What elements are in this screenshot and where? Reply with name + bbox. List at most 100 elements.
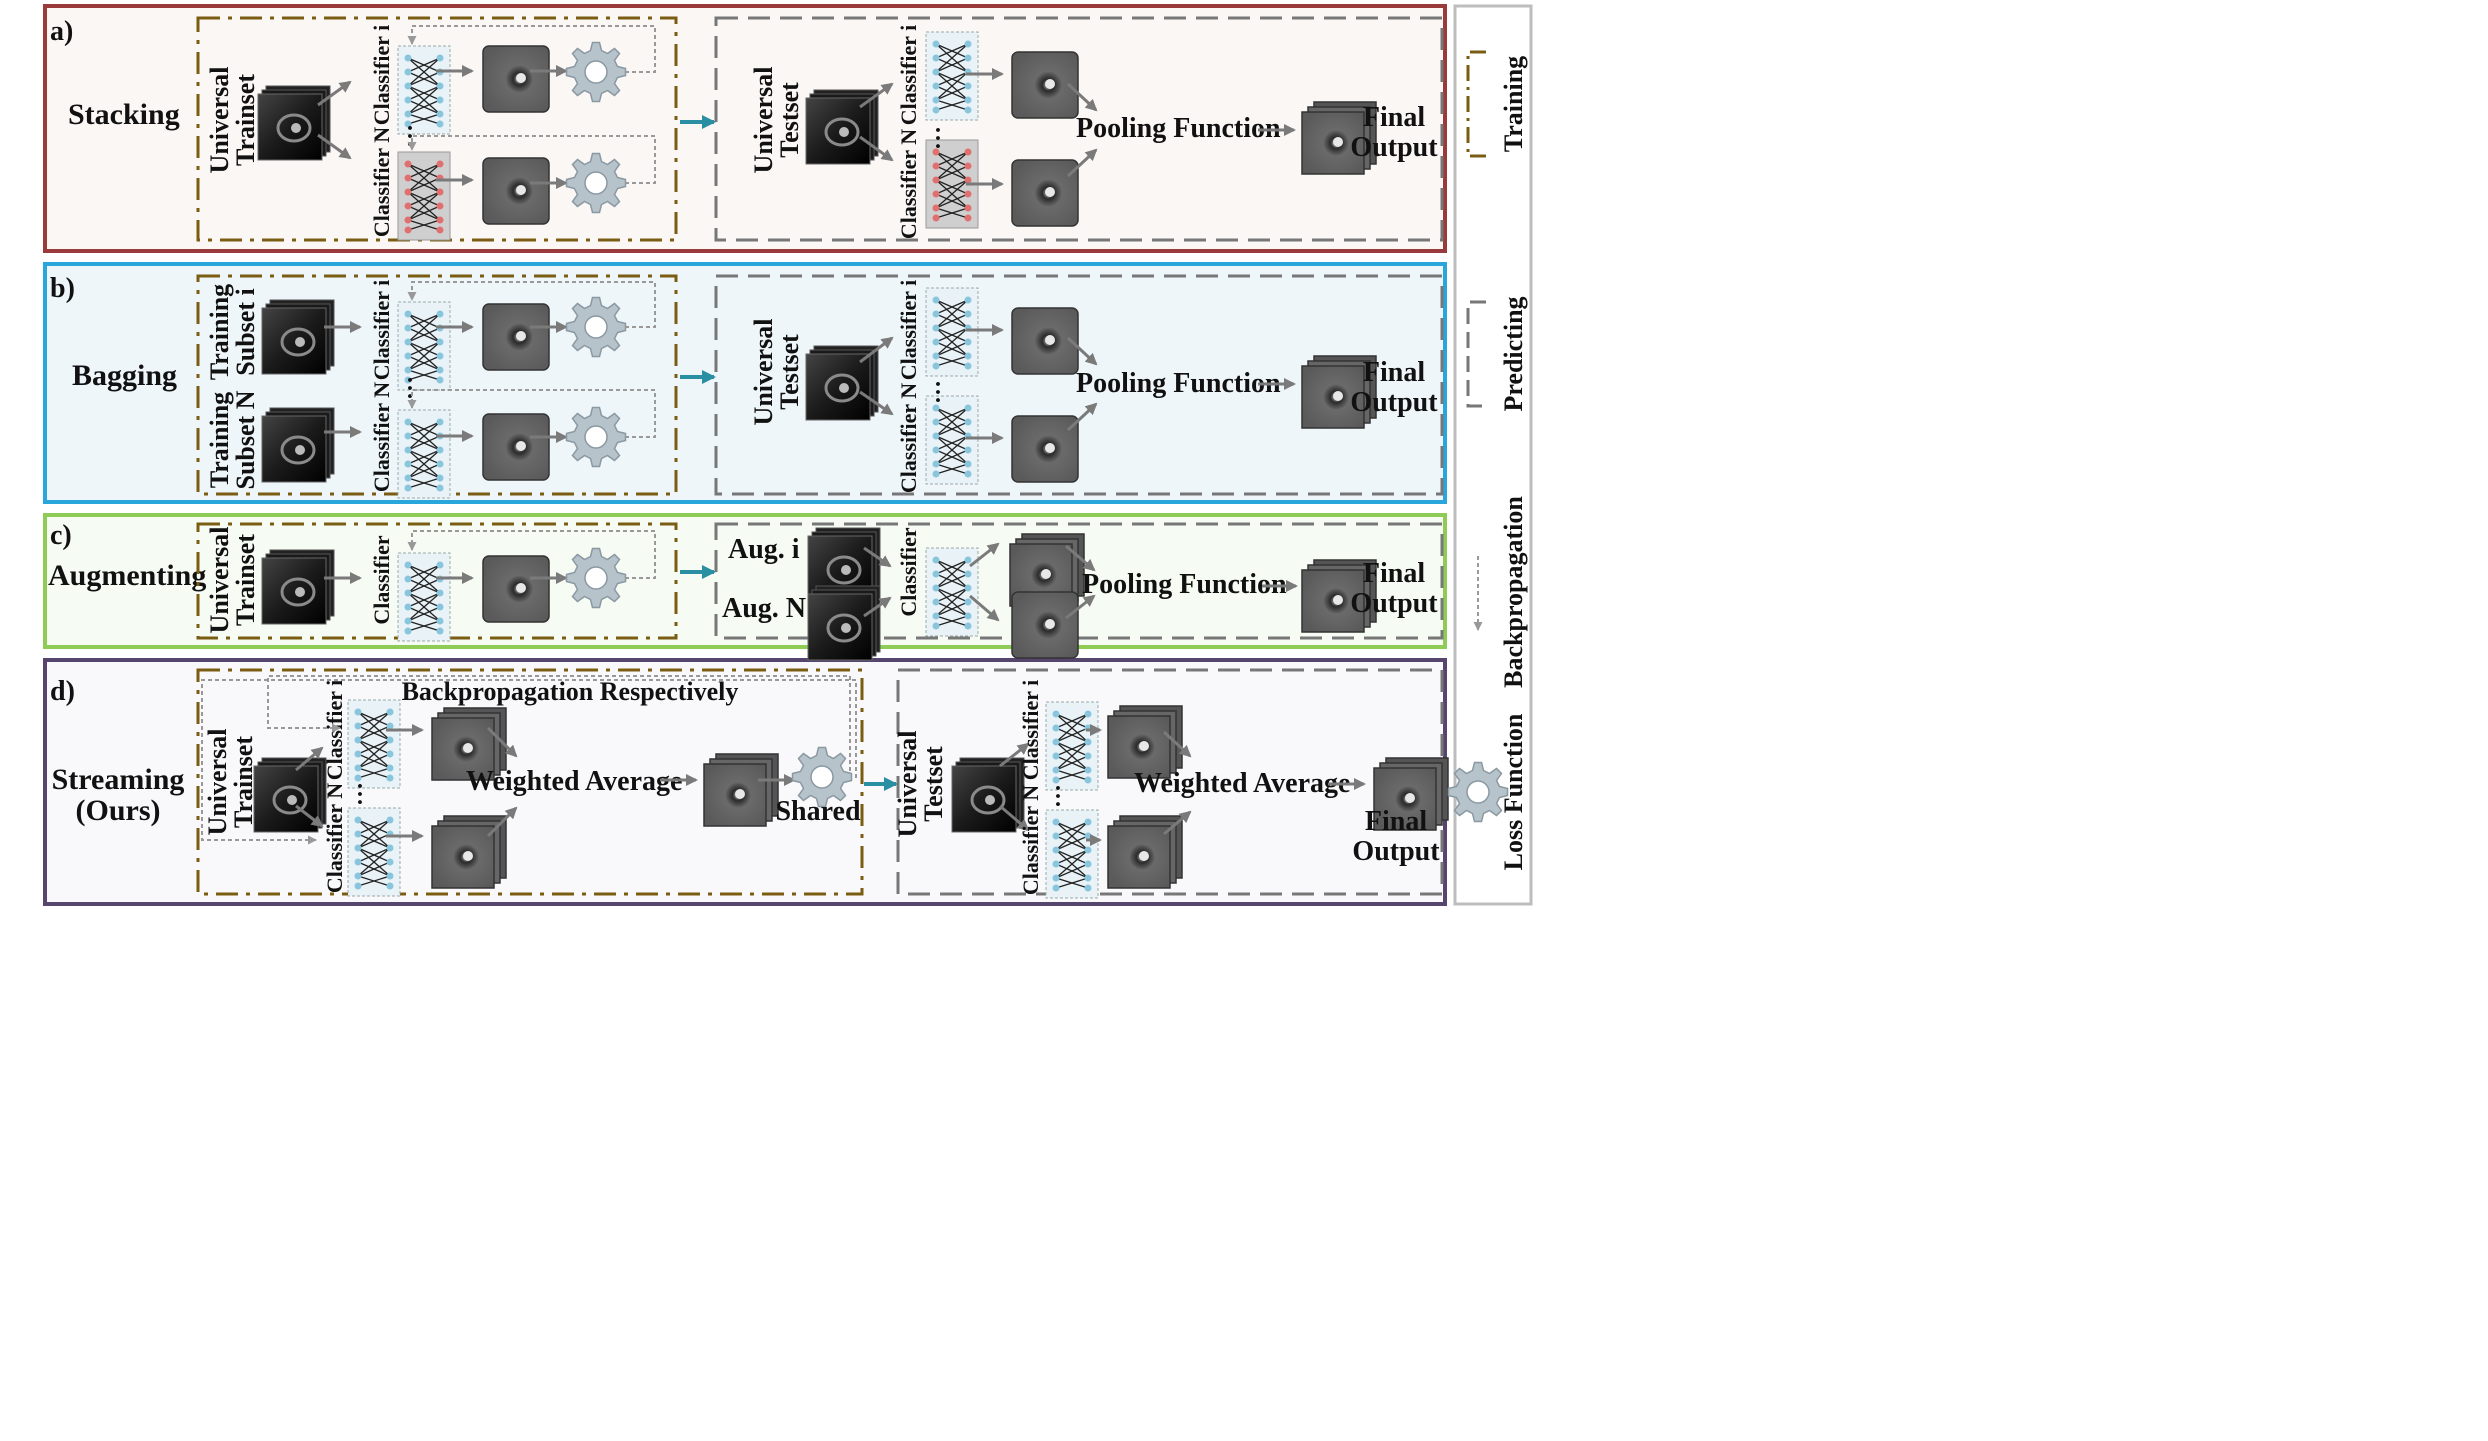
augmenting-test-classifier-label: Classifier (896, 527, 921, 616)
bagging-final-2: Output (1350, 387, 1438, 418)
augmenting-trainset-label-2: Trainset (231, 534, 260, 626)
streaming-classifier-i-icon (347, 699, 401, 789)
streaming-train-dots: … (352, 782, 378, 806)
stacking-testset-label-1: Universal (749, 67, 778, 174)
streaming-testset-image (950, 756, 1026, 834)
bagging-subset-n-image (260, 406, 336, 484)
streaming-arrow-up (295, 746, 324, 772)
stacking-final-1: Final (1363, 102, 1425, 133)
streaming-test-classifier-i-label: Classifier i (1018, 680, 1043, 780)
bagging-testset-label-1: Universal (749, 319, 778, 426)
bagging-subset-n-label-1: Training (205, 392, 234, 488)
augmenting-test-feature-n (1011, 591, 1079, 659)
augmenting-test-arrow-up (969, 542, 1000, 568)
stacking-test-classifier-i-label: Classifier i (896, 25, 921, 125)
bagging-backprop-n (407, 389, 656, 438)
augmenting-predicting-box (714, 522, 1444, 640)
bagging-train-dots: … (402, 376, 428, 400)
streaming-testset-label-2: Testset (919, 746, 948, 822)
legend-predicting-swatch (1466, 300, 1486, 408)
streaming-panel-content: d) Streaming (Ours) Backpropagation Resp… (50, 668, 1449, 899)
legend-backpropagation-label: Backpropagation (1499, 496, 1528, 688)
augmenting-final-1: Final (1363, 558, 1425, 589)
bagging-test-classifier-i-label: Classifier i (896, 280, 921, 380)
legend-loss-label: Loss Function (1499, 713, 1528, 870)
stacking-gear-i-icon (565, 41, 627, 103)
augmenting-name: Augmenting (48, 559, 206, 592)
stacking-arrow-down (317, 133, 352, 160)
streaming-wavg-arrow-up (486, 726, 518, 758)
streaming-arrow-down (295, 804, 324, 828)
augmenting-pooling-label: Pooling Function (1082, 569, 1287, 600)
augmenting-final-2: Output (1350, 588, 1438, 619)
streaming-test-arrow-down (999, 804, 1030, 832)
augmenting-aug-n-image (806, 584, 882, 662)
bagging-test-arrow-down (859, 390, 894, 416)
streaming-test-dots: … (1050, 784, 1076, 808)
stacking-feature-i (482, 45, 550, 113)
streaming-trainset-label-1: Universal (203, 729, 232, 836)
augmenting-gear-icon (565, 547, 627, 609)
augmenting-letter: c) (50, 520, 72, 551)
bagging-predicting-box (714, 274, 1444, 496)
augmenting-feature (482, 555, 550, 623)
stacking-test-arrow-up (859, 82, 894, 109)
bagging-gear-n-icon (565, 406, 627, 468)
bagging-test-classifier-n-icon (925, 395, 979, 485)
stacking-backprop-i (407, 25, 656, 73)
stacking-gear-n-icon (565, 152, 627, 214)
streaming-name-1: Streaming (52, 763, 185, 796)
stacking-test-dots: … (930, 126, 956, 150)
streaming-training-box (196, 668, 864, 896)
augmenting-aug-arrow-down (863, 596, 892, 618)
stacking-pool-arrow-down (1066, 148, 1098, 178)
augmenting-test-classifier-icon (925, 547, 979, 637)
bagging-name: Bagging (72, 359, 177, 392)
streaming-merged-feature (703, 753, 779, 827)
bagging-subset-n-label-2: Subset N (231, 390, 260, 489)
augmenting-classifier-label: Classifier (369, 535, 394, 624)
bagging-panel-content: b) Bagging Training Subset i Training Su… (50, 273, 1444, 499)
stacking-backprop-n (407, 135, 656, 184)
bagging-test-feature-i (1011, 307, 1079, 375)
stacking-pool-arrow-up (1066, 82, 1098, 112)
legend-predicting-label: Predicting (1499, 296, 1528, 411)
bagging-subset-i-image (260, 298, 336, 376)
bagging-test-arrow-up (859, 336, 894, 364)
augmenting-aug-i-label: Aug. i (728, 534, 800, 565)
streaming-wavg-arrow-down (486, 806, 518, 838)
stacking-letter: a) (50, 16, 73, 47)
augmenting-aug-arrow-up (863, 546, 892, 568)
stacking-classifier-n-label: Classifier N (369, 127, 394, 237)
bagging-test-feature-n (1011, 415, 1079, 483)
stacking-trainset-image (256, 84, 332, 162)
streaming-trainset-label-2: Trainset (229, 736, 258, 828)
bagging-backprop-i (407, 281, 656, 328)
legend-content: Training Predicting Backpropagation Loss… (1447, 50, 1528, 870)
stacking-classifier-n-icon (397, 151, 451, 241)
stacking-test-feature-n (1011, 159, 1079, 227)
streaming-feature-n (431, 815, 507, 889)
stacking-predicting-box (714, 16, 1444, 242)
legend-panel (1453, 4, 1533, 906)
legend-training-label: Training (1499, 56, 1528, 152)
streaming-test-classifier-n-label: Classifier N (1018, 785, 1043, 895)
bagging-pooling-label: Pooling Function (1076, 368, 1281, 399)
streaming-backprop-label: Backpropagation Respectively (402, 677, 739, 706)
bagging-gear-i-icon (565, 296, 627, 358)
streaming-classifier-n-icon (347, 807, 401, 897)
streaming-name-2: (Ours) (76, 794, 161, 827)
stacking-classifier-i-label: Classifier i (369, 25, 394, 125)
stacking-trainset-label-2: Trainset (231, 74, 260, 166)
stacking-test-classifier-i-icon (925, 31, 979, 121)
augmenting-pool-arrow-down (1065, 594, 1096, 620)
stacking-name: Stacking (68, 98, 180, 131)
bagging-final-1: Final (1363, 357, 1425, 388)
bagging-subset-i-label-2: Subset i (231, 288, 260, 375)
streaming-backprop-path-n (201, 679, 857, 845)
stacking-test-classifier-n-label: Classifier N (896, 129, 921, 239)
streaming-test-arrow-up (999, 742, 1030, 768)
stacking-arrow-up (317, 80, 352, 107)
stacking-feature-n (482, 157, 550, 225)
stacking-classifier-i-icon (397, 45, 451, 135)
